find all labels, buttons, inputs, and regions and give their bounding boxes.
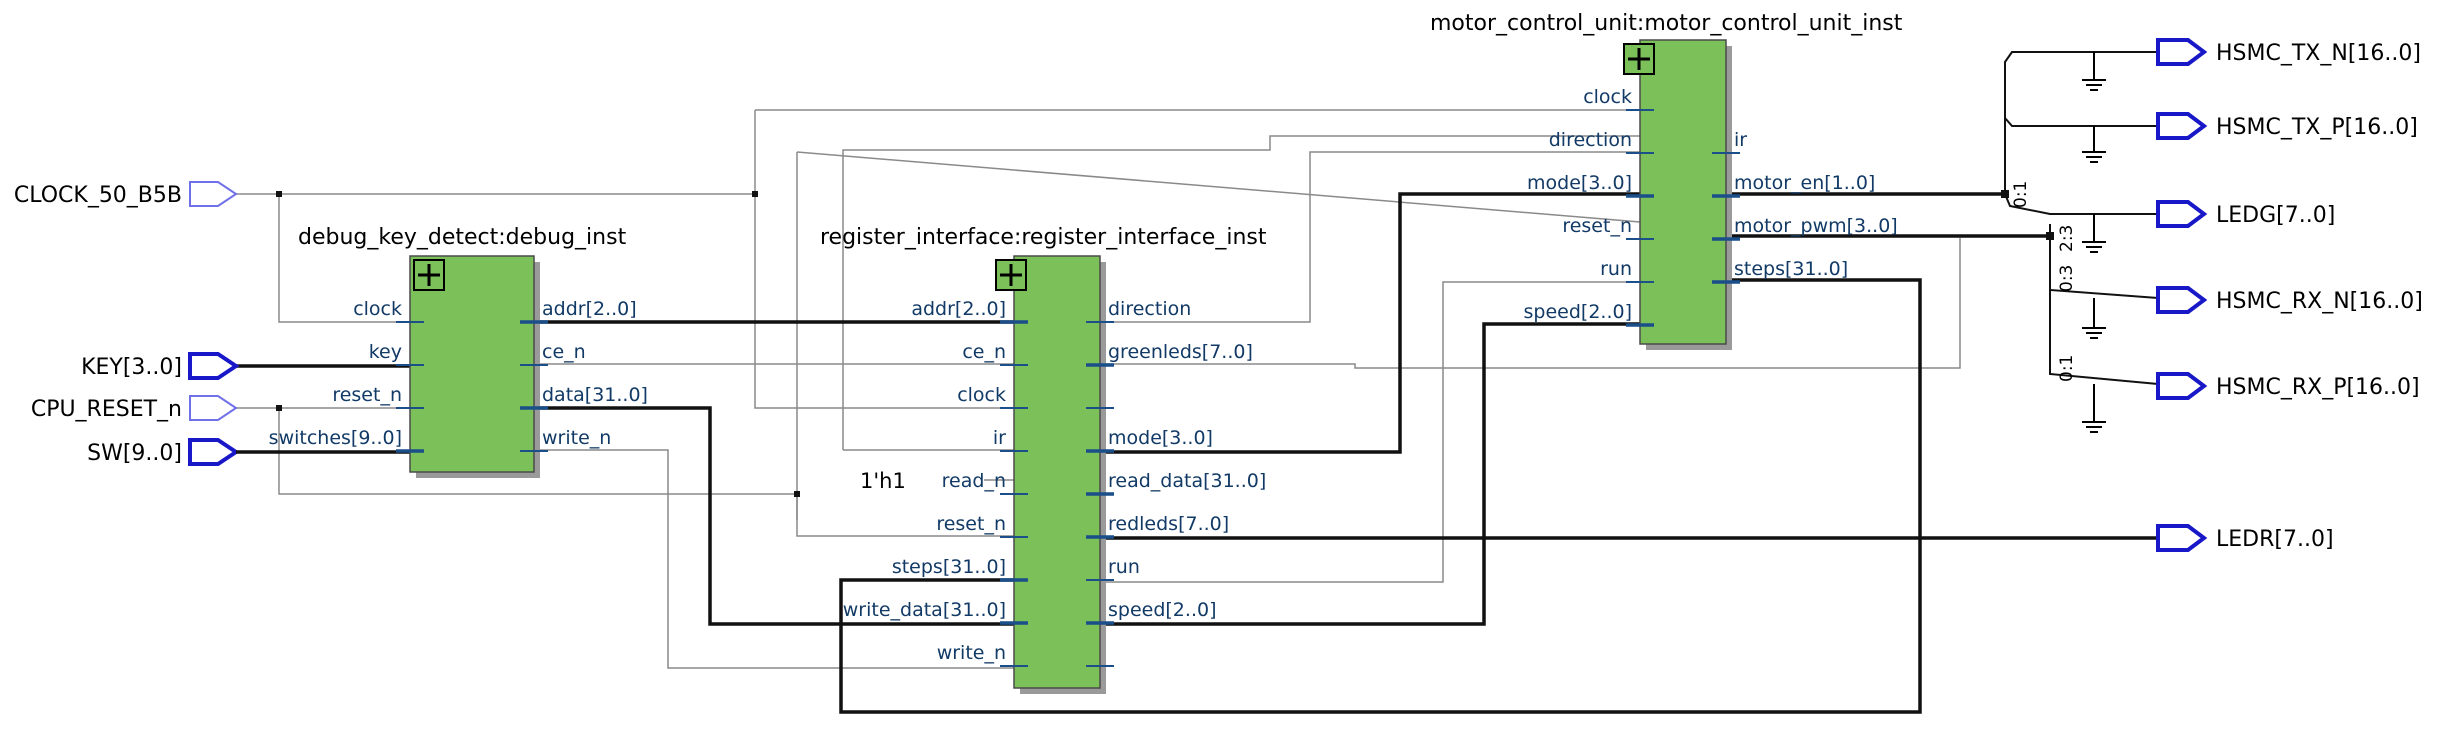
output-port-label: motor_en[1..0] <box>1734 172 1875 194</box>
slice-label: 0:1 <box>2057 355 2077 382</box>
output-port-label: direction <box>1108 298 1191 320</box>
bus-slice-labels: 0:1 2:3 0:3 0:1 <box>2011 181 2077 382</box>
output-port-label: motor_pwm[3..0] <box>1734 215 1898 237</box>
input-pins: CLOCK_50_B5B KEY[3..0] CPU_RESET_n SW[9.… <box>14 181 240 466</box>
output-pin-icon <box>2156 372 2208 400</box>
ground-icon <box>2081 141 2107 163</box>
output-pin-icon <box>2156 38 2208 66</box>
output-pin-icon <box>2156 286 2208 314</box>
regif-outputs: direction greenleds[7..0] mode[3..0] read_d… <box>1086 298 1266 667</box>
input-port-label: clock <box>957 384 1006 406</box>
io-label-sw: SW[9..0] <box>87 441 182 466</box>
io-label-hsmc-tx-p: HSMC_TX_P[16..0] <box>2216 115 2418 140</box>
ground-icon <box>2081 411 2107 433</box>
output-pin-icon <box>2156 524 2208 552</box>
ground-icon <box>2081 69 2107 91</box>
input-port-label: write_n <box>937 642 1006 664</box>
output-pin-icon <box>2156 112 2208 140</box>
motor-control-unit-block[interactable]: motor_control_unit:motor_control_unit_in… <box>1430 11 1903 350</box>
output-port-label: ir <box>1734 129 1747 151</box>
input-port-label: read_n <box>942 470 1006 492</box>
output-port-label: addr[2..0] <box>542 298 637 320</box>
block-body <box>1013 255 1101 689</box>
input-port-label: run <box>1600 258 1632 280</box>
input-pin-icon <box>188 438 240 466</box>
output-port-label: steps[31..0] <box>1734 258 1848 280</box>
io-label-ledg: LEDG[7..0] <box>2216 203 2335 228</box>
junction-dots <box>276 190 2054 497</box>
input-port-label: switches[9..0] <box>269 427 402 449</box>
output-port-label: data[31..0] <box>542 384 648 406</box>
expand-icon[interactable] <box>413 259 445 291</box>
motor-outputs: ir motor_en[1..0] motor_pwm[3..0] steps[31.… <box>1712 129 1898 284</box>
input-port-label: reset_n <box>332 384 402 406</box>
io-label-hsmc-tx-n: HSMC_TX_N[16..0] <box>2216 41 2421 66</box>
input-port-label: mode[3..0] <box>1527 172 1632 194</box>
ground-icon <box>2081 231 2107 253</box>
input-pin-icon <box>189 395 238 421</box>
input-port-label: ce_n <box>962 341 1006 363</box>
bus-wires <box>236 192 2158 714</box>
expand-icon[interactable] <box>1623 43 1655 75</box>
output-port-label: speed[2..0] <box>1108 599 1216 621</box>
output-port-label: write_n <box>542 427 611 449</box>
io-label-ledr: LEDR[7..0] <box>2216 527 2334 552</box>
input-port-label: reset_n <box>1562 215 1632 237</box>
input-port-label: ir <box>993 427 1006 449</box>
block-title: debug_key_detect:debug_inst <box>298 225 627 250</box>
output-port-label: mode[3..0] <box>1108 427 1213 449</box>
read-n-constant: 1'h1 <box>860 469 906 493</box>
ground-icons <box>2081 52 2107 433</box>
output-port-label: redleds[7..0] <box>1108 513 1229 535</box>
block-body <box>409 255 535 473</box>
debug-key-detect-block[interactable]: debug_key_detect:debug_inst clock key rese… <box>269 225 648 478</box>
input-port-label: steps[31..0] <box>892 556 1006 578</box>
slice-label: 2:3 <box>2057 225 2077 252</box>
io-label-clock: CLOCK_50_B5B <box>14 183 182 208</box>
input-port-label: clock <box>1583 86 1632 108</box>
block-title: motor_control_unit:motor_control_unit_in… <box>1430 11 1903 36</box>
block-title: register_interface:register_interface_in… <box>820 225 1267 250</box>
input-port-label: reset_n <box>936 513 1006 535</box>
output-port-label: run <box>1108 556 1140 578</box>
input-port-label: clock <box>353 298 402 320</box>
slice-label: 0:3 <box>2057 265 2077 292</box>
output-bus-fanout <box>2004 51 2159 385</box>
input-pin-icon <box>188 352 240 380</box>
input-port-label: direction <box>1549 129 1632 151</box>
block-body <box>1639 39 1727 345</box>
io-label-hsmc-rx-n: HSMC_RX_N[16..0] <box>2216 289 2423 314</box>
io-label-hsmc-rx-p: HSMC_RX_P[16..0] <box>2216 375 2420 400</box>
debug-outputs: addr[2..0] ce_n data[31..0] write_n <box>520 298 648 452</box>
output-port-label: ce_n <box>542 341 586 363</box>
output-port-label: read_data[31..0] <box>1108 470 1266 492</box>
ground-icon <box>2081 317 2107 339</box>
input-pin-icon <box>189 181 238 207</box>
input-port-label: speed[2..0] <box>1524 301 1632 323</box>
expand-icon[interactable] <box>995 259 1027 291</box>
output-pins: HSMC_TX_N[16..0] HSMC_TX_P[16..0] LEDG[7… <box>2156 38 2423 552</box>
input-port-label: addr[2..0] <box>911 298 1006 320</box>
register-interface-block[interactable]: register_interface:register_interface_in… <box>820 225 1267 694</box>
input-port-label: write_data[31..0] <box>843 599 1006 621</box>
input-port-label: key <box>369 341 402 363</box>
debug-inputs: clock key reset_n switches[9..0] <box>269 298 424 453</box>
io-label-key: KEY[3..0] <box>81 355 182 380</box>
slice-label: 0:1 <box>2011 181 2031 208</box>
output-port-label: greenleds[7..0] <box>1108 341 1253 363</box>
output-pin-icon <box>2156 200 2208 228</box>
io-label-reset: CPU_RESET_n <box>31 397 182 422</box>
